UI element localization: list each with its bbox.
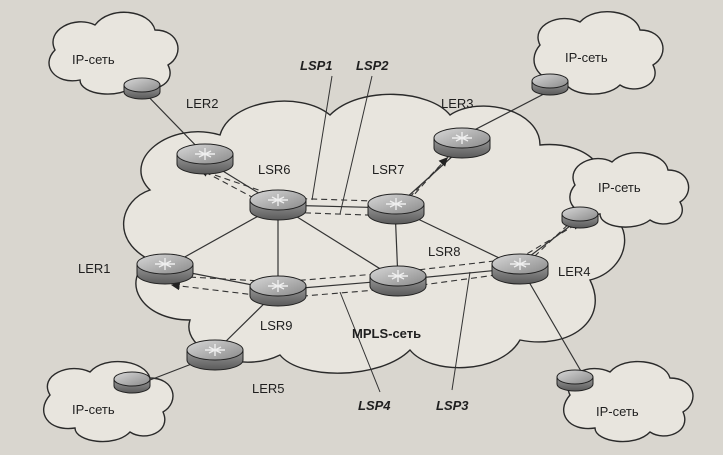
lsp3-label: LSP3 [436, 398, 469, 413]
router-ip-right [561, 206, 599, 229]
router-ler5 [186, 339, 244, 371]
ip-label-top-right: IP-сеть [565, 50, 608, 65]
ler4-label: LER4 [558, 264, 591, 279]
ip-label-right: IP-сеть [598, 180, 641, 195]
lsr8-label: LSR8 [428, 244, 461, 259]
lsr6-label: LSR6 [258, 162, 291, 177]
router-lsr6 [249, 189, 307, 221]
ler1-label: LER1 [78, 261, 111, 276]
lsp2-label: LSP2 [356, 58, 389, 73]
lsp1-label: LSP1 [300, 58, 333, 73]
lsp-leaders [311, 75, 471, 393]
router-ip-top-right [531, 73, 569, 96]
mpls-cloud [122, 93, 626, 374]
router-lsr8 [369, 265, 427, 297]
ip-cloud-bottom-right [563, 360, 694, 443]
lsp4-label: LSP4 [358, 398, 391, 413]
router-ler1 [136, 253, 194, 285]
ip-cloud-top-left [48, 11, 179, 95]
mpls-network-label: MPLS-сеть [352, 326, 421, 341]
router-ler3 [433, 127, 491, 159]
router-ip-top-left [123, 77, 161, 100]
ip-label-top-left: IP-сеть [72, 52, 115, 67]
ip-cloud-right [569, 152, 690, 228]
router-ip-bottom-left [113, 371, 151, 394]
lsr7-label: LSR7 [372, 162, 405, 177]
router-lsr9 [249, 275, 307, 307]
ler5-label: LER5 [252, 381, 285, 396]
router-lsr7 [367, 193, 425, 225]
router-ler2 [176, 143, 234, 175]
ip-label-bottom-left: IP-сеть [72, 402, 115, 417]
lsr9-label: LSR9 [260, 318, 293, 333]
ler2-label: LER2 [186, 96, 219, 111]
ip-label-bottom-right: IP-сеть [596, 404, 639, 419]
router-ip-bottom-right [556, 369, 594, 392]
router-ler4 [491, 253, 549, 285]
ler3-label: LER3 [441, 96, 474, 111]
